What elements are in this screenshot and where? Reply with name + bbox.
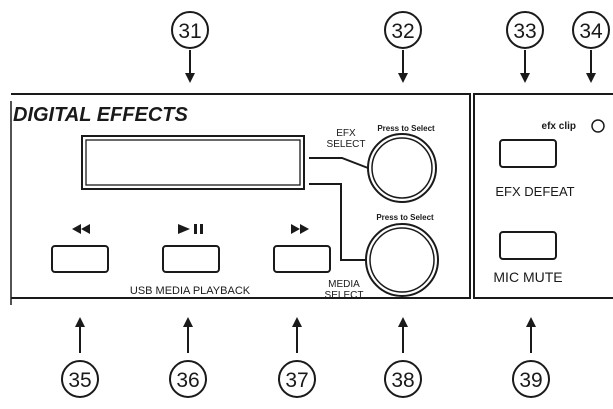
svg-text:33: 33 — [513, 20, 536, 43]
efx-defeat-button[interactable] — [499, 139, 557, 168]
mic-mute-label: MIC MUTE — [493, 269, 562, 285]
callout-38: 38 — [384, 317, 422, 398]
callout-37: 37 — [278, 317, 316, 398]
callout-32: 32 — [384, 11, 422, 83]
svg-text:35: 35 — [68, 369, 91, 392]
mic-mute-button[interactable] — [499, 231, 557, 260]
play-pause-icon — [178, 224, 203, 234]
svg-text:39: 39 — [519, 369, 542, 392]
panel-title: DIGITAL EFFECTS — [13, 104, 188, 126]
media-select-knob[interactable] — [365, 223, 439, 297]
svg-text:31: 31 — [178, 20, 201, 43]
media-select-label-line1: MEDIA — [328, 279, 360, 290]
fast-forward-icon — [291, 224, 309, 234]
efx-select-label-line1: EFX — [336, 128, 356, 139]
svg-text:37: 37 — [285, 369, 308, 392]
usb-media-playback-label: USB MEDIA PLAYBACK — [130, 285, 251, 297]
fast-forward-button[interactable] — [273, 245, 331, 273]
efx-defeat-label: EFX DEFEAT — [495, 184, 574, 199]
panel-frame — [10, 93, 613, 305]
press-to-select-label-bottom: Press to Select — [376, 213, 434, 222]
efx-clip-led — [591, 119, 605, 133]
side-panel-outline — [473, 93, 613, 299]
efx-clip-label: efx clip — [542, 121, 576, 132]
callout-34: 34 — [572, 11, 610, 83]
callout-31: 31 — [171, 11, 209, 83]
svg-text:34: 34 — [579, 20, 603, 43]
efx-select-label-line2: SELECT — [327, 139, 366, 150]
play-pause-button[interactable] — [162, 245, 220, 273]
callout-33: 33 — [506, 11, 544, 83]
svg-text:36: 36 — [176, 369, 199, 392]
svg-text:32: 32 — [391, 20, 414, 43]
rewind-icon — [72, 224, 90, 234]
lcd-display — [81, 135, 305, 190]
press-to-select-label-top: Press to Select — [377, 124, 435, 133]
efx-select-knob[interactable] — [367, 133, 437, 203]
callout-36: 36 — [169, 317, 207, 398]
rewind-button[interactable] — [51, 245, 109, 273]
svg-text:38: 38 — [391, 369, 414, 392]
callout-39: 39 — [512, 317, 550, 398]
knob-leader-lines — [309, 157, 369, 261]
main-panel-outline — [11, 93, 471, 299]
media-select-label-line2: SELECT — [325, 290, 364, 301]
callout-35: 35 — [61, 317, 99, 398]
